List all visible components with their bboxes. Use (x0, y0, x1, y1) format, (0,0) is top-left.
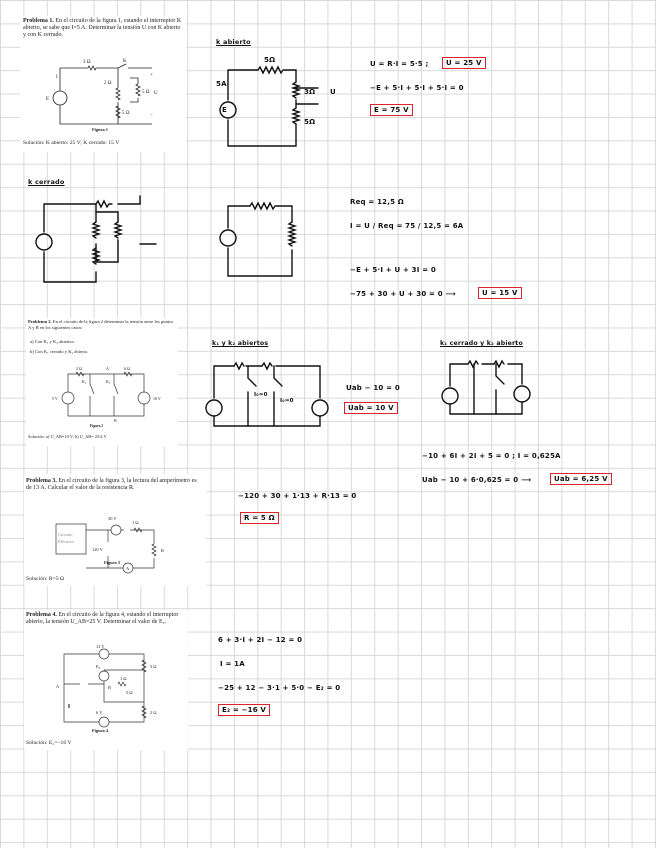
fig4-i-label: I (68, 704, 70, 710)
answer-e2-16v: E₂ = −16 V (218, 704, 271, 716)
heading-k-cerrado: k cerrado (28, 178, 65, 186)
sketch1-r5-label: 5Ω (264, 56, 276, 64)
fig4-r2-label: 2 Ω (150, 710, 157, 715)
fig4-r1-label: 1 Ω (120, 676, 127, 681)
sketch1-r5b-label: 5Ω (304, 118, 316, 126)
eq-kirchhoff-3: −10 + 6I + 2I + 5 = 0 ; I = 0,625A (422, 452, 561, 460)
fig3-v2-label: 120 V (92, 547, 104, 552)
figure-1-circuit: 3 Ω K 2 Ω 5 Ω 5 Ω I E U + − (46, 59, 158, 125)
fig1-r2-label: 2 Ω (104, 81, 112, 86)
figure-3-caption: Figura 3 (104, 560, 120, 565)
fig2-k1-label: K₁ (82, 379, 87, 384)
problem-2-case-a: a) Con K₁ y K₂ abiertos. (30, 339, 75, 344)
fig4-r3-label: 3 Ω (150, 664, 157, 669)
fig4-v12-label: 12 V (96, 644, 105, 649)
eq-substitution-1: −75 + 30 + U + 30 = 0 ⟶ (350, 290, 456, 298)
problem-3-card: Problema 3. En el circuito de la figura … (24, 474, 206, 586)
fig2-v2-label: 10 V (153, 396, 161, 401)
answer-uab-625v: Uab = 6,25 V (550, 473, 612, 485)
fig4-e2-label: E₂ (96, 664, 101, 669)
eq-kirchhoff-4: −120 + 30 + 1·13 + R·13 = 0 (238, 492, 357, 500)
eq-req: Req = 12,5 Ω (350, 198, 404, 206)
problem-1-card: Problema 1. En el circuito de la figura … (20, 16, 186, 152)
fig4-r5-label: 5 Ω (126, 690, 133, 695)
eq-uab-substitution: Uab − 10 + 6·0,625 = 0 ⟶ (422, 476, 532, 484)
heading-k1-cerrado: k₁ cerrado y k₂ abierto (440, 340, 523, 347)
problem-1-solution: Solución: K abierto: 25 V; K cerrado: 15… (23, 140, 120, 146)
figure-3-circuit: Circuito Eléctrico 30 V 1 Ω 120 V A R (55, 516, 164, 574)
sketch1-e-label: E (222, 106, 227, 114)
answer-u-15v: U = 15 V (478, 287, 522, 299)
problem-2-case-b: b) Con K₁ cerrado y K₂ abierto. (30, 349, 89, 354)
answer-u-25v: U = 25 V (442, 57, 486, 69)
fig2-b-label: B (114, 418, 117, 423)
fig2-a-label: A (106, 366, 109, 371)
fig3-box-label-2: Eléctrico (58, 539, 75, 544)
figure-1-caption: Figura 1 (92, 127, 108, 132)
problem-4-text: Problema 4. En el circuito de la figura … (26, 612, 179, 626)
problem-3-solution: Solución: R=5 Ω (26, 576, 65, 582)
eq-kirchhoff-6: −25 + 12 − 3·1 + 5·0 − E₂ = 0 (218, 684, 341, 692)
fig3-r-label: R (161, 548, 164, 553)
fig4-a-label: A (56, 684, 60, 689)
sketch4-i0-label: I₀=0 (254, 392, 268, 398)
problem-2-solution: Solución: a) U_AB=10 V; b) U_AB= 25/4 V (28, 434, 107, 439)
fig1-r4-label: 5 Ω (122, 111, 130, 116)
problem-3-text: Problema 3. En el circuito de la figura … (26, 478, 197, 492)
figure-4-circuit: 12 V 3 Ω E₂ 1 Ω 2 Ω A B 6 V 5 Ω I (56, 644, 157, 728)
fig2-v1-label: 5 V (52, 396, 58, 401)
answer-r-5ohm: R = 5 Ω (240, 512, 279, 524)
fig3-r1-label: 1 Ω (132, 520, 139, 525)
sketch4-i0b-label: I₀=0 (280, 398, 294, 404)
fig1-r1-label: 3 Ω (83, 60, 91, 65)
eq-current: I = U / Req = 75 / 12,5 = 6A (350, 222, 464, 230)
problem-4-solution: Solución: E₂=−16 V (26, 740, 72, 746)
answer-e-75v: E = 75 V (370, 104, 413, 116)
fig3-v1-label: 30 V (108, 516, 117, 521)
figure-2-circuit: 2 Ω A 6 Ω K₁ K₂ B 5 V 10 V (52, 366, 161, 423)
fig2-k2-label: K₂ (106, 379, 111, 384)
eq-kirchhoff-5: 6 + 3·I + 2I − 12 = 0 (218, 636, 303, 644)
answer-uab-10v: Uab = 10 V (344, 402, 398, 414)
fig4-b-label: B (108, 685, 111, 690)
sketch1-u-label: U (330, 88, 336, 96)
fig1-i-label: I (56, 75, 58, 80)
fig3-a-label: A (126, 566, 130, 571)
eq-kirchhoff-2: −E + 5·I + U + 3I = 0 (350, 266, 436, 274)
fig4-v6-label: 6 V (96, 710, 103, 715)
fig2-r1-label: 2 Ω (76, 366, 82, 371)
fig1-plus-label: + (150, 73, 153, 78)
fig1-r3-label: 5 Ω (142, 90, 150, 95)
fig3-box-label-1: Circuito (58, 532, 73, 537)
fig1-u-label: U (154, 91, 158, 96)
eq-uab-10: Uab − 10 = 0 (346, 384, 400, 392)
eq-u-ri: U = R·I = 5·5 ; (370, 60, 429, 68)
figure-2-caption: Figura 2 (90, 424, 104, 428)
eq-i-1a: I = 1A (220, 660, 245, 668)
problem-1-text: Problema 1. En el circuito de la figura … (23, 18, 182, 39)
problem-2-text: Problema 2. En el circuito de la figura … (28, 319, 174, 330)
figure-4-caption: Figura 4 (92, 728, 108, 733)
fig1-e-label: E (46, 97, 49, 102)
sketch1-r3-label: 3Ω (304, 88, 316, 96)
eq-kirchhoff-1: −E + 5·I + 5·I + 5·I = 0 (370, 84, 464, 92)
fig2-r2-label: 6 Ω (124, 366, 130, 371)
fig1-k-label: K (123, 59, 127, 64)
sketch1-5a-label: 5A (216, 80, 227, 88)
heading-k12-abiertos: k₁ y k₂ abiertos (212, 340, 269, 347)
problem-2-card: Problema 2. En el circuito de la figura … (26, 318, 178, 446)
problem-4-card: Problema 4. En el circuito de la figura … (24, 610, 188, 750)
fig1-minus-label: − (150, 113, 153, 118)
heading-k-abierto: k abierto (216, 38, 251, 46)
